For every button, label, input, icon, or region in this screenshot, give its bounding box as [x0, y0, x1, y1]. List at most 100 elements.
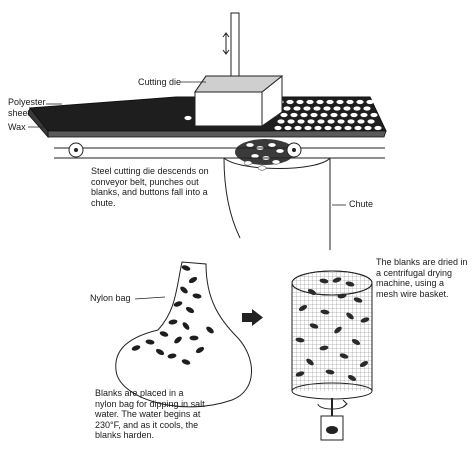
belt-hole [324, 125, 332, 131]
blank [298, 304, 308, 312]
belt-hole [303, 106, 311, 111]
belt-hole [337, 119, 345, 124]
blank [351, 338, 361, 346]
blank [189, 335, 199, 341]
blank [320, 309, 330, 315]
belt-hole [323, 106, 331, 111]
falling-blank [245, 142, 255, 148]
blank [206, 326, 214, 334]
belt-hole [277, 119, 285, 124]
blank [185, 306, 195, 314]
belt-hole [353, 106, 361, 111]
nylon-bag [115, 261, 252, 408]
blank [167, 353, 177, 359]
label-chute: Chute [349, 199, 374, 209]
blank [174, 336, 182, 344]
label-wax: Wax [8, 122, 26, 132]
label-nylon-bag: Nylon bag [90, 293, 131, 303]
blank [173, 301, 183, 307]
chute [223, 139, 331, 250]
belt-hole [347, 119, 355, 124]
falling-blank [267, 142, 277, 148]
blank [347, 374, 357, 382]
blank [306, 358, 314, 366]
leader-lines [28, 81, 346, 300]
belt-hole [343, 106, 351, 111]
belt-hole [367, 119, 375, 124]
blank [295, 337, 305, 343]
cutting-die-block [194, 75, 284, 127]
blank [159, 331, 169, 337]
blank [188, 276, 198, 284]
blank [195, 346, 205, 354]
belt-hole [317, 119, 325, 124]
belt-hole [280, 112, 288, 118]
belt-hole [304, 125, 312, 131]
belt-hole [313, 106, 321, 111]
belt-hole [374, 125, 382, 131]
label-polyester-sheet: Polyester sheet [8, 97, 46, 118]
belt-hole [316, 99, 324, 105]
blank [168, 319, 178, 325]
blank [181, 359, 191, 365]
belt-hole [306, 99, 314, 105]
blank [192, 293, 202, 299]
belt-hole [340, 112, 348, 118]
up-down-arrow-icon [222, 32, 230, 55]
blank [353, 297, 363, 303]
belt-hole [284, 125, 292, 131]
belt-hole [350, 112, 358, 118]
caption-drying: The blanks are dried in a centrifugal dr… [376, 257, 468, 299]
blank [307, 288, 317, 296]
blank [145, 339, 155, 345]
falling-blank [271, 159, 281, 165]
blank [360, 317, 370, 323]
falling-blank [243, 160, 253, 166]
belt-hole [283, 106, 291, 111]
belt-hole [334, 125, 342, 131]
caption-cutting: Steel cutting die descends on conveyor b… [91, 166, 209, 208]
blank [325, 369, 335, 375]
belt-hole [330, 112, 338, 118]
process-arrow-icon [242, 309, 263, 326]
belt-hole [274, 125, 282, 131]
belt-hole [326, 99, 334, 105]
belt-hole [356, 99, 364, 105]
belt-hole [184, 115, 192, 121]
belt-hole [357, 119, 365, 124]
belt-hole [300, 112, 308, 118]
blank [339, 353, 349, 359]
blank [131, 345, 141, 351]
belt-hole [336, 99, 344, 105]
blank [345, 281, 355, 287]
belt-hole [370, 112, 378, 118]
belt-hole [293, 106, 301, 111]
blank [337, 293, 347, 299]
blank [155, 348, 165, 356]
rotation-arrow-icon [317, 399, 348, 410]
blank [319, 345, 329, 351]
blank [319, 278, 329, 284]
caption-dipping: Blanks are placed in a nylon bag for dip… [95, 388, 205, 440]
belt-hole [366, 99, 374, 105]
belt-hole [294, 125, 302, 131]
belt-hole [297, 119, 305, 124]
belt-hole [287, 119, 295, 124]
falling-blank [275, 148, 285, 154]
blank [346, 312, 354, 320]
belt-hole [364, 125, 372, 131]
belt-hole [307, 119, 315, 124]
belt-hole [360, 112, 368, 118]
belt-hole [286, 99, 294, 105]
drying-basket [291, 270, 373, 441]
blank [334, 326, 342, 334]
blank [359, 360, 369, 368]
blank [182, 322, 190, 330]
blank [181, 265, 191, 271]
belt-hole [344, 125, 352, 131]
belt-hole [314, 125, 322, 131]
label-cutting-die: Cutting die [138, 77, 182, 87]
belt-hole [310, 112, 318, 118]
